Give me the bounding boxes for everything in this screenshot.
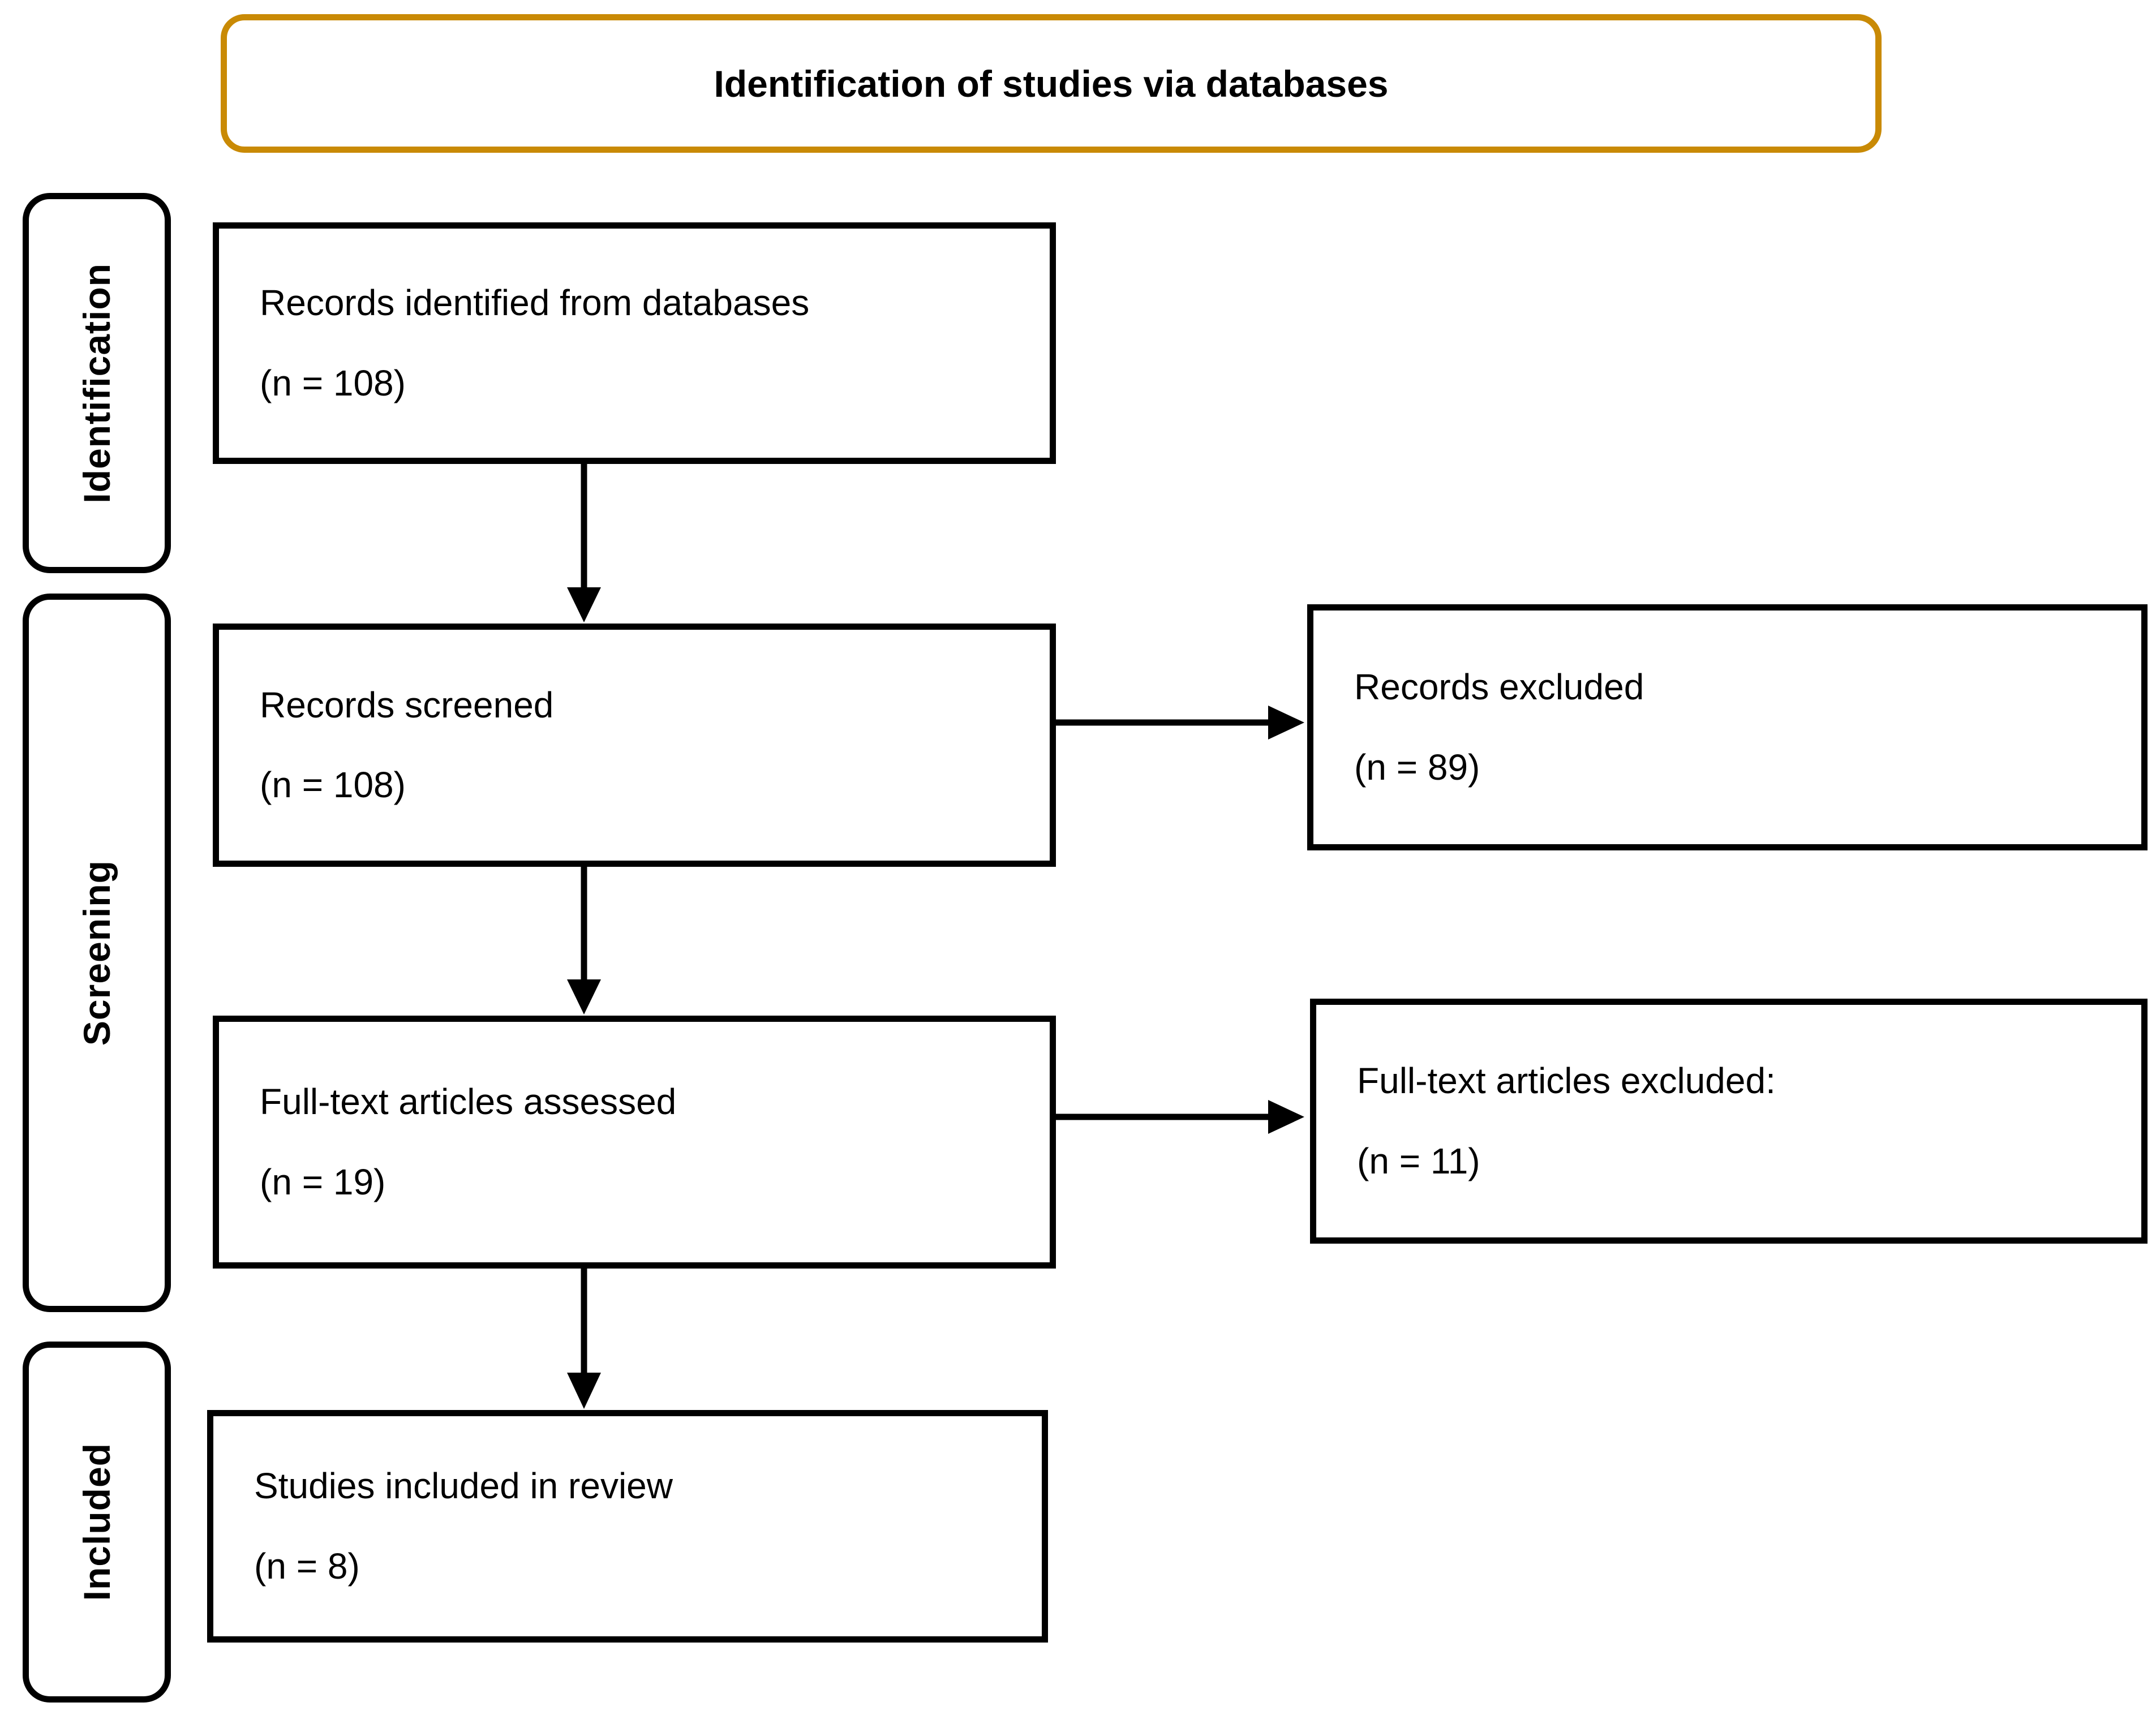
box-studies-included-text: Studies included in review — [254, 1465, 673, 1507]
stage-screening: Screening — [23, 594, 171, 1312]
stage-included-label: Included — [76, 1443, 118, 1601]
box-records-screened: Records screened (n = 108) — [213, 624, 1056, 867]
arrow-fulltext-to-included — [567, 1266, 601, 1409]
box-fulltext-excluded-count: (n = 11) — [1357, 1140, 1480, 1181]
box-studies-included-count: (n = 8) — [254, 1545, 360, 1587]
stage-screening-label: Screening — [76, 859, 118, 1046]
box-records-excluded-text: Records excluded — [1354, 667, 1644, 708]
box-records-excluded-count: (n = 89) — [1354, 746, 1480, 788]
box-fulltext-excluded: Full-text articles excluded: (n = 11) — [1310, 999, 2148, 1244]
box-records-identified-text: Records identified from databases — [260, 282, 810, 324]
stage-identification: Identification — [23, 193, 171, 573]
box-records-excluded: Records excluded (n = 89) — [1307, 604, 2148, 850]
box-records-identified: Records identified from databases (n = 1… — [213, 222, 1056, 464]
arrow-identified-to-screened — [567, 461, 601, 622]
arrow-screened-to-fulltext — [567, 864, 601, 1014]
title-text: Identification of studies via databases — [714, 62, 1389, 105]
box-fulltext-assessed-text: Full-text articles assessed — [260, 1081, 677, 1123]
box-fulltext-assessed: Full-text articles assessed (n = 19) — [213, 1016, 1056, 1269]
box-studies-included: Studies included in review (n = 8) — [207, 1410, 1048, 1643]
box-fulltext-excluded-text: Full-text articles excluded: — [1357, 1060, 1776, 1102]
box-records-screened-text: Records screened — [260, 684, 554, 725]
arrow-fulltext-to-ft-excluded — [1053, 1100, 1304, 1134]
stage-identification-label: Identification — [76, 263, 118, 504]
box-fulltext-assessed-count: (n = 19) — [260, 1161, 386, 1202]
title-banner: Identification of studies via databases — [221, 14, 1882, 153]
box-records-identified-count: (n = 108) — [260, 362, 406, 403]
box-records-screened-count: (n = 108) — [260, 764, 406, 805]
stage-included: Included — [23, 1342, 171, 1703]
arrow-screened-to-excluded — [1053, 706, 1304, 740]
